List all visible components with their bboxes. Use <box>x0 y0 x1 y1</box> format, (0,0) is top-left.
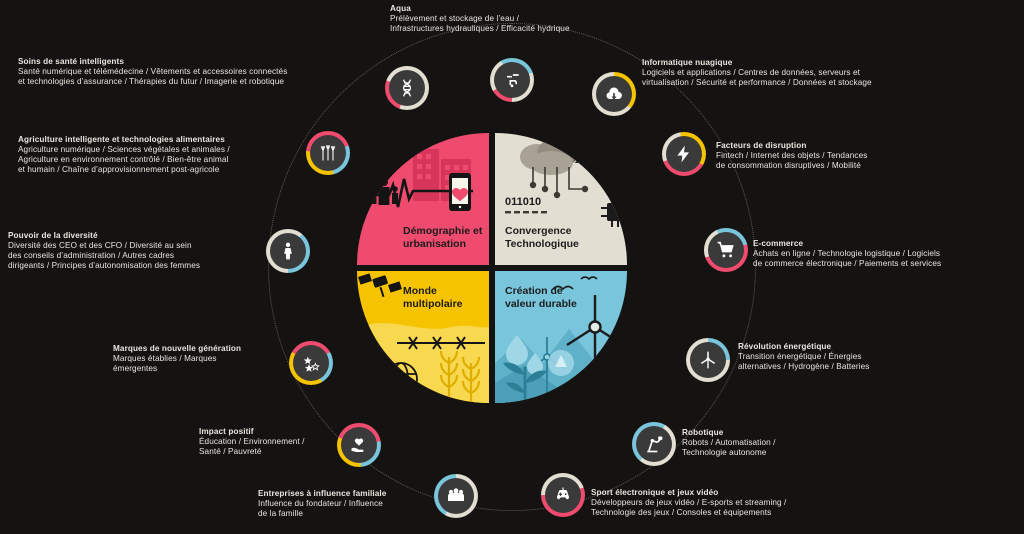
node-badge-robotics[interactable] <box>632 422 676 466</box>
node-badge-family-business[interactable] <box>434 474 478 518</box>
wind-turbine-badge-icon <box>690 342 726 378</box>
label-diversity-title: Pouvoir de la diversité <box>8 231 98 240</box>
label-new-gen-brands-title: Marques de nouvelle génération <box>113 344 242 353</box>
value-art <box>495 276 627 403</box>
label-smart-agriculture-sub: Agriculture numérique / Sciences végétal… <box>18 145 230 174</box>
binary-dashes-icon <box>505 211 547 214</box>
dna-icon <box>389 70 425 106</box>
label-diversity-sub: Diversité des CEO et des CFO / Diversité… <box>8 241 201 270</box>
label-esports-sub: Développeurs de jeux vidéo / E-sports et… <box>591 498 787 517</box>
label-positive-impact-sub: Éducation / Environnement /Santé / Pauvr… <box>199 437 305 456</box>
barbed-wire-icon <box>397 336 485 350</box>
people-group-icon <box>369 178 398 205</box>
label-new-gen-brands: Marques de nouvelle génération Marques é… <box>113 344 313 374</box>
multipolar-art <box>357 273 489 403</box>
wheat-icon <box>439 350 481 403</box>
label-energy: Révolution énergétique Transition énergé… <box>738 342 1018 372</box>
label-positive-impact-title: Impact positif <box>199 427 254 436</box>
node-badge-smart-healthcare[interactable] <box>385 66 429 110</box>
label-aqua-sub: Prélèvement et stockage de l’eau /Infras… <box>390 14 570 33</box>
demography-art <box>369 141 473 211</box>
cloud-download-icon <box>596 76 632 112</box>
node-badge-smart-agriculture[interactable] <box>306 131 350 175</box>
circuit-nodes-icon <box>529 167 589 199</box>
label-family-business: Entreprises à influence familiale Influe… <box>258 489 528 519</box>
label-smart-agriculture-title: Agriculture intelligente et technologies… <box>18 135 225 144</box>
node-badge-cloud-computing[interactable] <box>592 72 636 116</box>
label-smart-healthcare-title: Soins de santé intelligents <box>18 57 124 66</box>
node-badge-diversity[interactable] <box>266 229 310 273</box>
node-badge-aqua[interactable] <box>490 58 534 102</box>
label-disruption-title: Facteurs de disruption <box>716 141 807 150</box>
convergence-art: 011010 <box>505 133 625 227</box>
label-cloud-computing-title: Informatique nuagique <box>642 58 733 67</box>
node-badge-new-gen-brands[interactable] <box>289 341 333 385</box>
label-disruption-sub: Fintech / Internet des objets / Tendance… <box>716 151 868 170</box>
robot-arm-icon <box>636 426 672 462</box>
label-robotics-sub: Robots / Automatisation /Technologie aut… <box>682 438 776 457</box>
smartphone-heart-icon <box>449 173 471 211</box>
recycle-icon <box>548 350 574 376</box>
hand-heart-icon <box>341 427 377 463</box>
label-family-business-title: Entreprises à influence familiale <box>258 489 387 498</box>
label-cloud-computing: Informatique nuagique Logiciels et appli… <box>642 58 1024 88</box>
node-badge-positive-impact[interactable] <box>337 423 381 467</box>
label-positive-impact: Impact positif Éducation / Environnement… <box>199 427 419 457</box>
cloud-icon <box>520 138 577 175</box>
label-smart-agriculture: Agriculture intelligente et technologies… <box>18 135 308 175</box>
label-robotics: Robotique Robots / Automatisation /Techn… <box>682 428 932 458</box>
node-badge-esports[interactable] <box>541 473 585 517</box>
label-smart-healthcare: Soins de santé intelligents Santé numéri… <box>18 57 388 87</box>
node-badge-ecommerce[interactable] <box>704 228 748 272</box>
label-cloud-computing-sub: Logiciels et applications / Centres de d… <box>642 68 872 87</box>
label-ecommerce-sub: Achats en ligne / Technologie logistique… <box>753 249 942 268</box>
label-smart-healthcare-sub: Santé numérique et télémédecine / Vêteme… <box>18 67 288 86</box>
label-robotics-title: Robotique <box>682 428 724 437</box>
label-disruption: Facteurs de disruption Fintech / Interne… <box>716 141 1016 171</box>
node-badge-disruption[interactable] <box>662 132 706 176</box>
person-icon <box>270 233 306 269</box>
faucet-icon <box>494 62 530 98</box>
label-ecommerce: E-commerce Achats en ligne / Technologie… <box>753 239 1023 269</box>
binary-label: 011010 <box>505 196 541 208</box>
plant-icon <box>503 362 547 403</box>
label-aqua: Aqua Prélèvement et stockage de l’eau /I… <box>390 4 640 34</box>
wind-turbine-icon <box>566 295 624 403</box>
label-energy-title: Révolution énergétique <box>738 342 832 351</box>
shopping-cart-icon <box>708 232 744 268</box>
stars-icon <box>293 345 329 381</box>
agriculture-icon <box>310 135 346 171</box>
label-esports: Sport électronique et jeux vidéo Dévelop… <box>591 488 921 518</box>
bolt-icon <box>666 136 702 172</box>
label-ecommerce-title: E-commerce <box>753 239 804 248</box>
label-aqua-title: Aqua <box>390 4 411 13</box>
label-esports-title: Sport électronique et jeux vidéo <box>591 488 719 497</box>
chip-icon <box>601 197 625 227</box>
globe-stand-icon <box>384 362 418 403</box>
node-badge-energy[interactable] <box>686 338 730 382</box>
bird-icon <box>552 276 598 291</box>
water-drop-icon <box>506 335 543 375</box>
family-group-icon <box>438 478 474 514</box>
label-diversity: Pouvoir de la diversité Diversité des CE… <box>8 231 268 271</box>
satellite-icon <box>358 273 402 298</box>
gamepad-icon <box>545 477 581 513</box>
orbit-dotted-circle <box>268 23 756 511</box>
